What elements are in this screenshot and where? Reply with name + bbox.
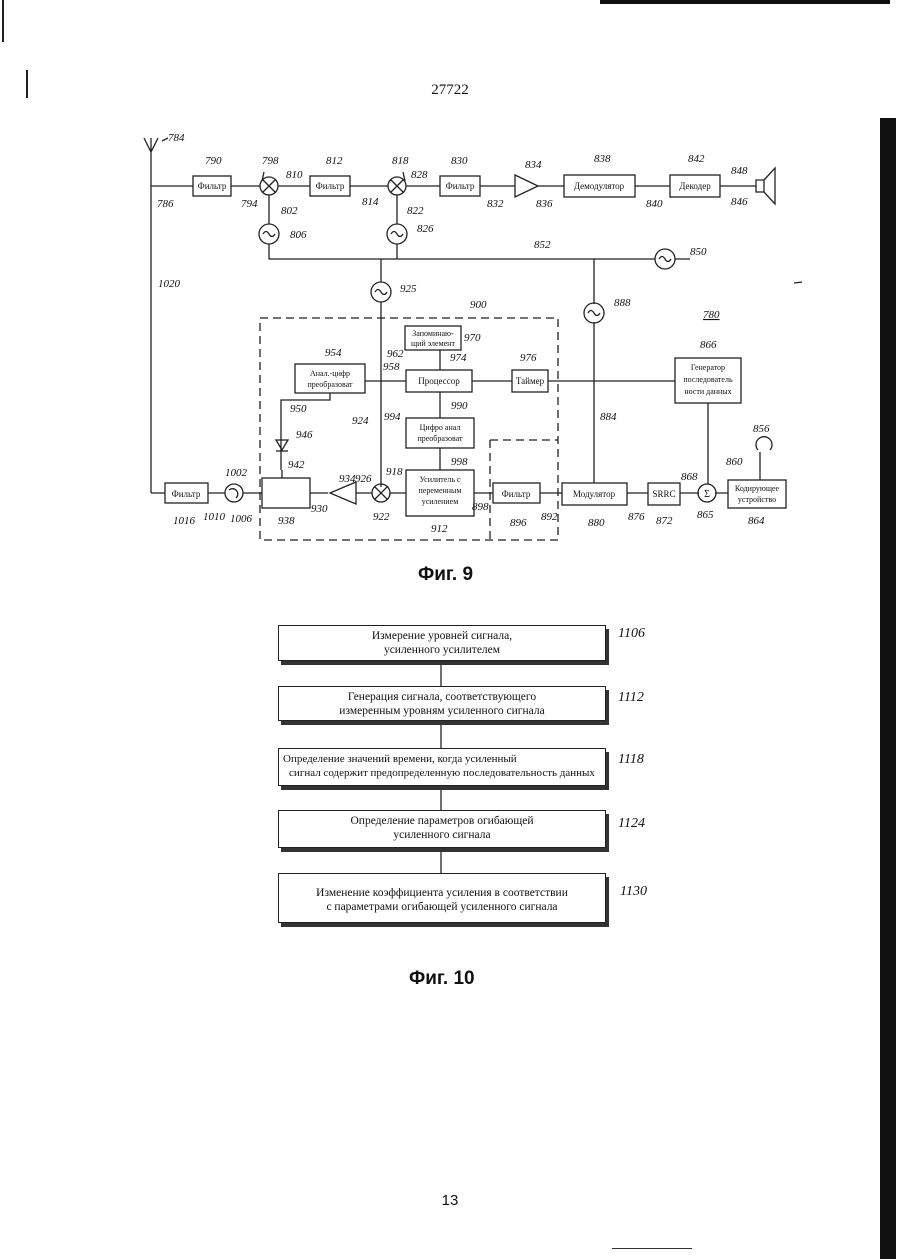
step-1130-line2: с параметрами огибающей усиленного сигна…	[279, 900, 605, 914]
step-1112: Генерация сигнала, соответствующего изме…	[278, 686, 606, 721]
step-1124-line1: Определение параметров огибающей	[279, 814, 605, 828]
step-1112-line2: измеренным уровням усиленного сигнала	[279, 704, 605, 718]
ref-1112: 1112	[618, 690, 644, 706]
step-1130-line1: Изменение коэффициента усиления в соотве…	[279, 886, 605, 900]
ref-1130: 1130	[620, 884, 647, 900]
step-1118-line1: Определение значений времени, когда усил…	[279, 752, 605, 766]
step-1106: Измерение уровней сигнала, усиленного ус…	[278, 625, 606, 661]
step-1118-line2: сигнал содержит предопределенную последо…	[279, 766, 605, 780]
ref-1118: 1118	[618, 752, 644, 768]
page-number: 13	[0, 1192, 900, 1209]
fig10-connectors	[0, 0, 900, 1000]
ref-1106: 1106	[618, 626, 645, 642]
ref-1124: 1124	[618, 816, 645, 832]
step-1124-line2: усиленного сигнала	[279, 828, 605, 842]
step-1124: Определение параметров огибающей усиленн…	[278, 810, 606, 848]
step-1106-line2: усиленного усилителем	[279, 643, 605, 657]
step-1118: Определение значений времени, когда усил…	[278, 748, 606, 786]
step-1112-line1: Генерация сигнала, соответствующего	[279, 690, 605, 704]
bottom-rule	[612, 1248, 692, 1249]
fig10-caption: Фиг. 10	[409, 968, 475, 990]
step-1130: Изменение коэффициента усиления в соотве…	[278, 873, 606, 923]
step-1106-line1: Измерение уровней сигнала,	[279, 629, 605, 643]
